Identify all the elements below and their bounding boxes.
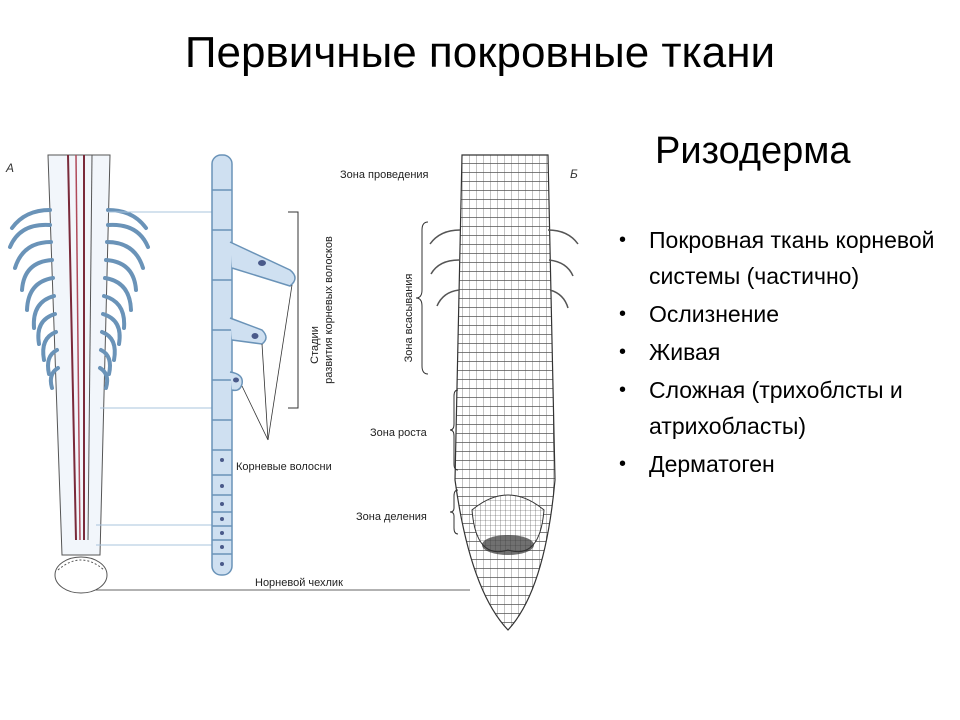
zone-growth-label: Зона роста [370, 427, 428, 439]
panel-a-letter: А [5, 161, 14, 175]
cell-column [211, 154, 233, 576]
bullet-text: Живая [649, 339, 721, 365]
root-hairs-b [429, 229, 579, 309]
stages-label-2: развития корневых волосков [323, 236, 335, 384]
root-cap-label: Норневой чехлик [255, 577, 343, 589]
slide-title: Первичные покровные ткани [184, 28, 776, 77]
zone-conduction-label: Зона проведения [340, 169, 429, 181]
bullet-text: Сложная (трихоблсты и атрихобласты) [649, 377, 903, 439]
root-cap-a [54, 556, 108, 594]
root-diagram-svg: А [5, 154, 579, 631]
bullet-item: • Сложная (трихоблсты и атрихобласты) [615, 372, 955, 444]
panel-b: Б Зона проведения Зона всасывания Зона [340, 154, 579, 631]
bullet-item: • Живая [615, 334, 955, 370]
cell-walls [212, 189, 232, 555]
root-diagram: А [0, 150, 590, 650]
nucleus [251, 333, 259, 339]
zone-guides-a [96, 211, 215, 546]
panel-a: А [5, 154, 215, 594]
quiescent-center [482, 535, 534, 555]
stages-label: Стадии [309, 326, 321, 364]
bullet-text: Ослизнение [649, 301, 780, 327]
cell-nuclei [220, 458, 224, 566]
bullet-text: Покровная ткань корневой системы (частич… [649, 227, 935, 289]
vascular-strand [67, 154, 77, 541]
zone-brackets [415, 221, 459, 535]
hair-stage-2 [229, 317, 267, 345]
panel-b-letter: Б [570, 167, 578, 181]
section-heading: Ризодерма [655, 130, 851, 172]
bullet-item: • Ослизнение [615, 296, 955, 332]
bullet-dot-icon: • [619, 453, 627, 475]
bullet-text: Дерматоген [649, 451, 775, 477]
root-hairs-right [98, 208, 150, 390]
zone-absorption-label: Зона всасывания [403, 274, 415, 363]
bullet-item: • Покровная ткань корневой системы (части… [615, 222, 955, 294]
root-hairs-label: Корневые волосни [236, 461, 332, 473]
bullet-dot-icon: • [619, 379, 627, 401]
bullet-item: • Дерматоген [615, 446, 955, 482]
root-section-b [454, 154, 556, 631]
bullet-dot-icon: • [619, 341, 627, 363]
vascular-strand [75, 154, 81, 541]
cell-strip: Стадии развития корневых волосков Корнев… [96, 154, 470, 591]
root-hairs-pointers [241, 284, 293, 441]
root-body-a [47, 154, 111, 556]
root-hairs-left [8, 208, 60, 390]
stages-bracket [288, 211, 299, 409]
bullet-dot-icon: • [619, 303, 627, 325]
nucleus [258, 260, 266, 266]
nucleus [233, 377, 239, 383]
bullet-dot-icon: • [619, 229, 627, 251]
zone-division-label: Зона деления [356, 511, 427, 523]
bullet-list: • Покровная ткань корневой системы (части… [615, 222, 955, 484]
root-cap-a-detail [57, 559, 105, 571]
vascular-strand [87, 154, 93, 541]
